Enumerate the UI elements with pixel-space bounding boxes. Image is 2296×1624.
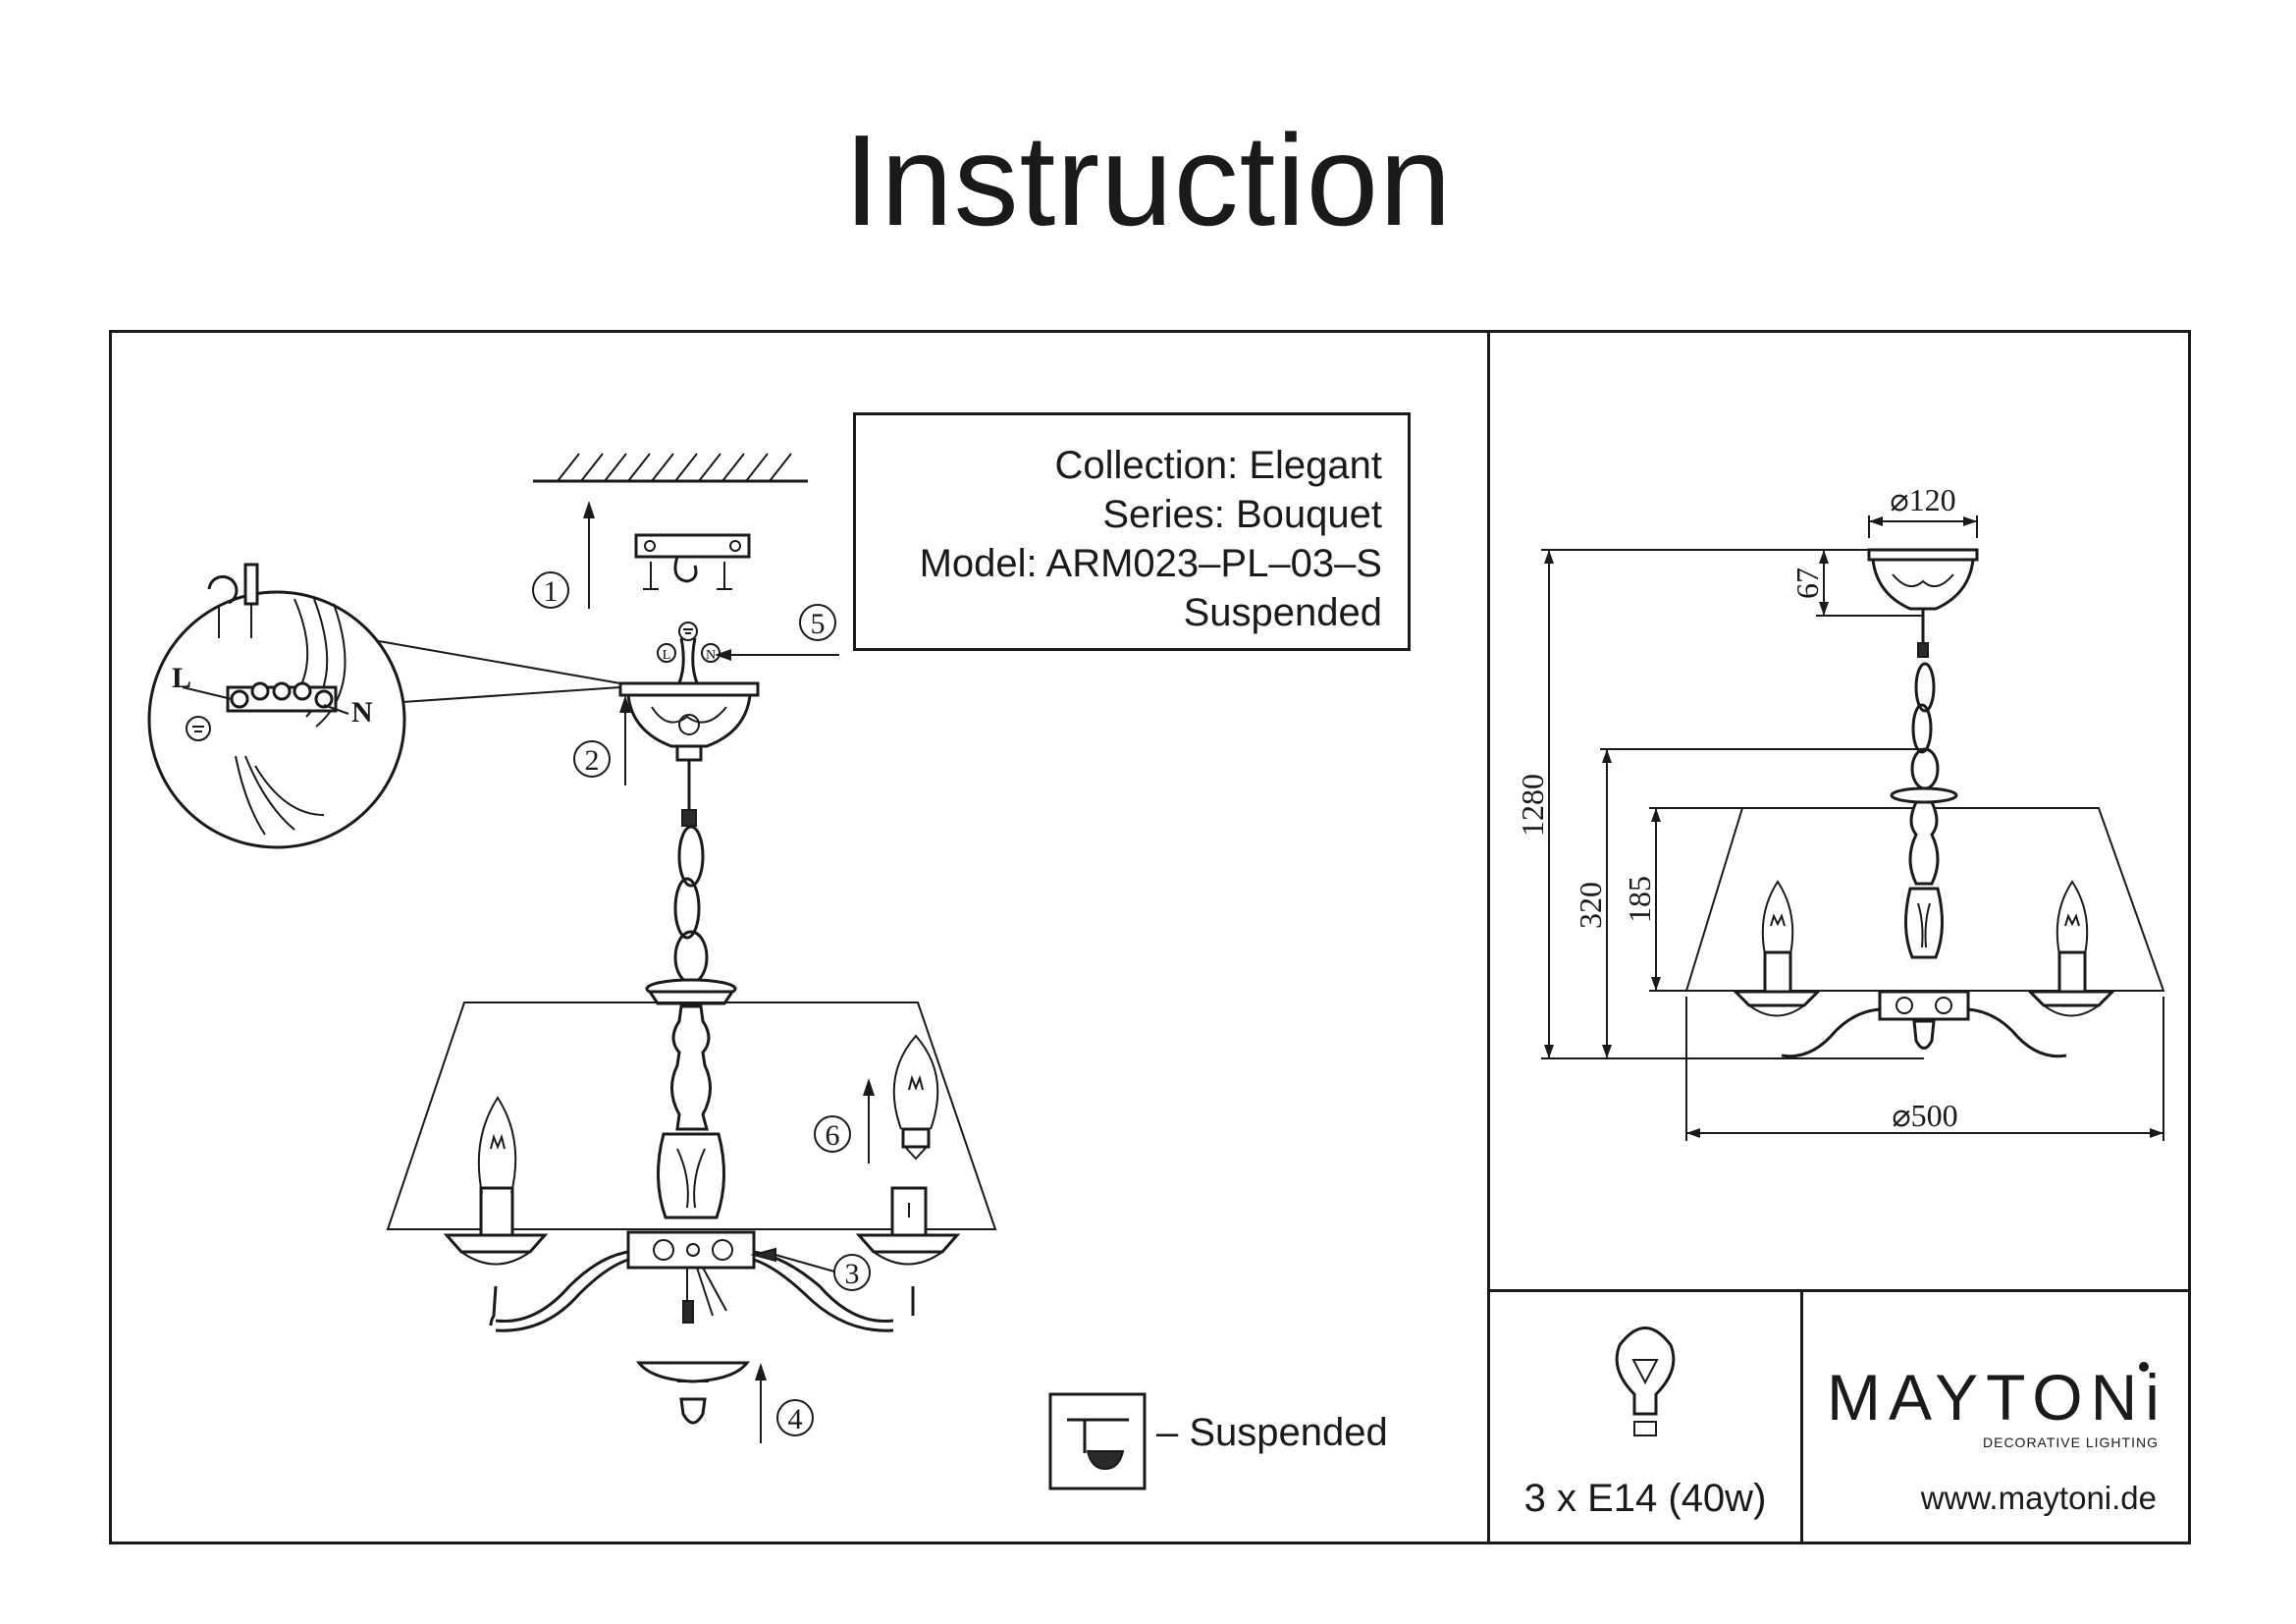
- wiring-detail-zoom: L N: [147, 563, 621, 849]
- brand-logo: MAYTONi: [1827, 1361, 2167, 1434]
- step-3-marker: 3: [833, 1254, 871, 1291]
- page-title: Instruction: [843, 108, 1453, 252]
- collection-label: Collection: Elegant: [1054, 444, 1382, 487]
- frame-divider: [1487, 1289, 2191, 1292]
- suspended-legend-icon: [1048, 1392, 1147, 1490]
- type-label: Suspended: [1183, 591, 1382, 634]
- frame-divider: [1487, 330, 1490, 1544]
- svg-text:N: N: [351, 696, 373, 729]
- step-2-marker: 2: [573, 740, 611, 778]
- svg-text:N: N: [706, 648, 716, 663]
- ceiling-hatch: [533, 453, 808, 483]
- svg-text:1280: 1280: [1515, 774, 1550, 837]
- suspended-legend-label: – Suspended: [1156, 1411, 1388, 1454]
- bottom-cover: [635, 1361, 751, 1425]
- mounting-bracket-icon: [634, 533, 751, 590]
- svg-text:L: L: [663, 648, 671, 663]
- svg-text:1: 1: [544, 575, 559, 608]
- svg-text:2: 2: [585, 744, 600, 777]
- svg-text:⌀500: ⌀500: [1892, 1098, 1957, 1133]
- svg-text:6: 6: [826, 1119, 840, 1152]
- svg-text:⌀120: ⌀120: [1890, 482, 1955, 517]
- instruction-frame: [109, 330, 2191, 1544]
- step-6-marker: 6: [814, 1115, 851, 1153]
- step-4-marker: 4: [776, 1399, 814, 1436]
- lamp-bulb-icon: [1615, 1326, 1676, 1436]
- frame-divider: [1800, 1289, 1803, 1544]
- chain: [673, 825, 709, 985]
- svg-text:185: 185: [1622, 876, 1657, 923]
- svg-text:L: L: [172, 662, 191, 694]
- svg-text:67: 67: [1789, 568, 1825, 599]
- svg-text:5: 5: [811, 608, 826, 640]
- brand-tagline: DECORATIVE LIGHTING: [1983, 1435, 2159, 1450]
- series-label: Series: Bouquet: [1102, 493, 1382, 536]
- bulb-icon: [892, 1034, 939, 1161]
- product-info-box: Collection: Elegant Series: Bouquet Mode…: [853, 412, 1411, 651]
- lamp-spec: 3 x E14 (40w): [1523, 1477, 1767, 1520]
- step-1-marker: 1: [532, 571, 569, 609]
- website-link[interactable]: www.maytoni.de: [1920, 1480, 2157, 1516]
- dimension-drawing: ⌀120 67 1280 320 185 ⌀500: [1515, 482, 2165, 1141]
- model-label: Model: ARM023–PL–03–S: [919, 542, 1382, 585]
- step-5-marker: 5: [799, 604, 836, 641]
- canopy: [618, 637, 760, 762]
- svg-text:4: 4: [788, 1403, 803, 1435]
- svg-text:320: 320: [1573, 882, 1608, 929]
- chandelier-main: [386, 978, 997, 1332]
- svg-text:3: 3: [845, 1258, 860, 1290]
